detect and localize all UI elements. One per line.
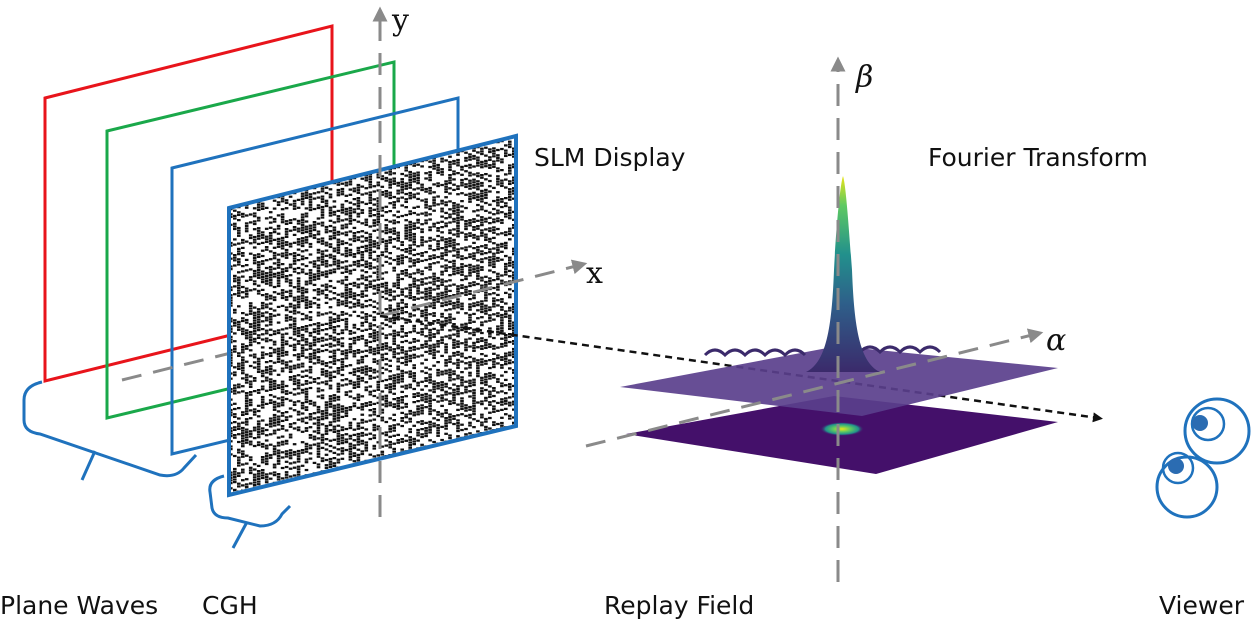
replay-field-label: Replay Field	[604, 591, 754, 620]
alpha-axis-label: α	[1046, 323, 1066, 358]
viewer-eyes-icon	[1155, 397, 1251, 519]
slm-display-label: SLM Display	[534, 143, 686, 172]
x-axis-front	[379, 259, 588, 318]
alpha-axis	[585, 328, 1044, 448]
cgh-bracket	[208, 474, 292, 549]
y-axis-label: y	[391, 3, 409, 38]
beta-axis-label: β	[855, 60, 873, 95]
x-axis-label: x	[586, 256, 603, 291]
cgh-pattern	[229, 140, 516, 495]
fourier-peak	[806, 176, 880, 372]
replay-spot	[820, 422, 864, 436]
plane-waves-bracket	[22, 380, 198, 481]
slm-display	[227, 133, 518, 498]
fourier-plane-ripples	[703, 345, 942, 358]
viewer-label: Viewer	[1159, 591, 1245, 620]
plane-waves-label: Plane Waves	[0, 591, 158, 620]
cgh-label: CGH	[202, 591, 258, 620]
fourier-transform-label: Fourier Transform	[928, 143, 1148, 172]
fourier-plane-upper	[620, 346, 1058, 416]
